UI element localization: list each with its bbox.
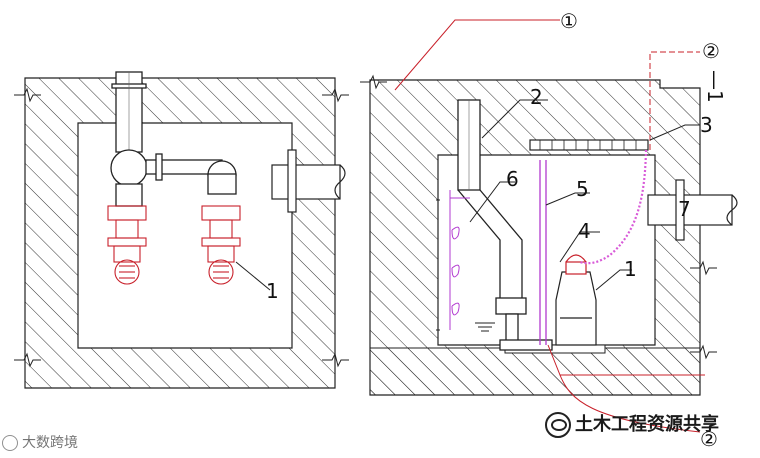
left-riser-pipe bbox=[111, 71, 147, 153]
left-pump-b bbox=[201, 205, 241, 285]
wechat-icon bbox=[545, 412, 571, 438]
right-outlet-pipe bbox=[647, 179, 738, 241]
label-c2-1: ② bbox=[702, 39, 720, 63]
watermark-right: 土木工程资源共享 bbox=[545, 410, 719, 438]
label-3: 3 bbox=[700, 113, 713, 137]
left-concrete-walls bbox=[24, 77, 336, 389]
right-level-float bbox=[436, 190, 470, 331]
right-lifting-chain bbox=[579, 149, 648, 265]
right-discharge-pipe bbox=[457, 99, 553, 351]
label-c2-1-suffix: —1 bbox=[703, 70, 727, 103]
right-submersible-pump bbox=[555, 254, 597, 346]
watermark-ring-icon bbox=[2, 435, 18, 451]
right-guide-rail bbox=[539, 160, 547, 345]
label-1: 1 bbox=[624, 257, 637, 281]
right-leader-c1 bbox=[394, 19, 560, 91]
right-floor-slab bbox=[369, 347, 701, 396]
left-break-marks bbox=[14, 87, 349, 368]
label-6: 6 bbox=[506, 167, 519, 191]
watermark-right-text: 土木工程资源共享 bbox=[575, 414, 719, 435]
right-section-view: ① ② —1 2 3 6 5 7 4 1 ② bbox=[360, 9, 738, 451]
label-4: 4 bbox=[578, 219, 591, 243]
watermark-left-text: 大数跨境 bbox=[22, 435, 78, 451]
label-2: 2 bbox=[530, 85, 543, 109]
label-7: 7 bbox=[678, 197, 691, 221]
label-c1: ① bbox=[560, 9, 578, 33]
label-c2: ② bbox=[700, 427, 718, 451]
right-cover-plate bbox=[529, 139, 649, 151]
right-break-marks bbox=[360, 74, 717, 360]
left-header-pipe bbox=[110, 149, 237, 207]
left-leader-1 bbox=[235, 261, 271, 291]
right-leader-2-1 bbox=[649, 51, 700, 150]
watermark-left: 大数跨境 bbox=[2, 432, 78, 452]
label-5: 5 bbox=[576, 177, 589, 201]
left-inlet-pipe bbox=[271, 149, 346, 213]
left-plan-view: 1 bbox=[14, 71, 349, 389]
right-water-level bbox=[475, 322, 495, 332]
left-pump-a bbox=[107, 205, 147, 285]
right-cover-ribs bbox=[539, 140, 637, 150]
right-leader-2-curve bbox=[559, 374, 701, 433]
right-number-leaders bbox=[469, 99, 700, 291]
left-label-1: 1 bbox=[266, 279, 279, 303]
